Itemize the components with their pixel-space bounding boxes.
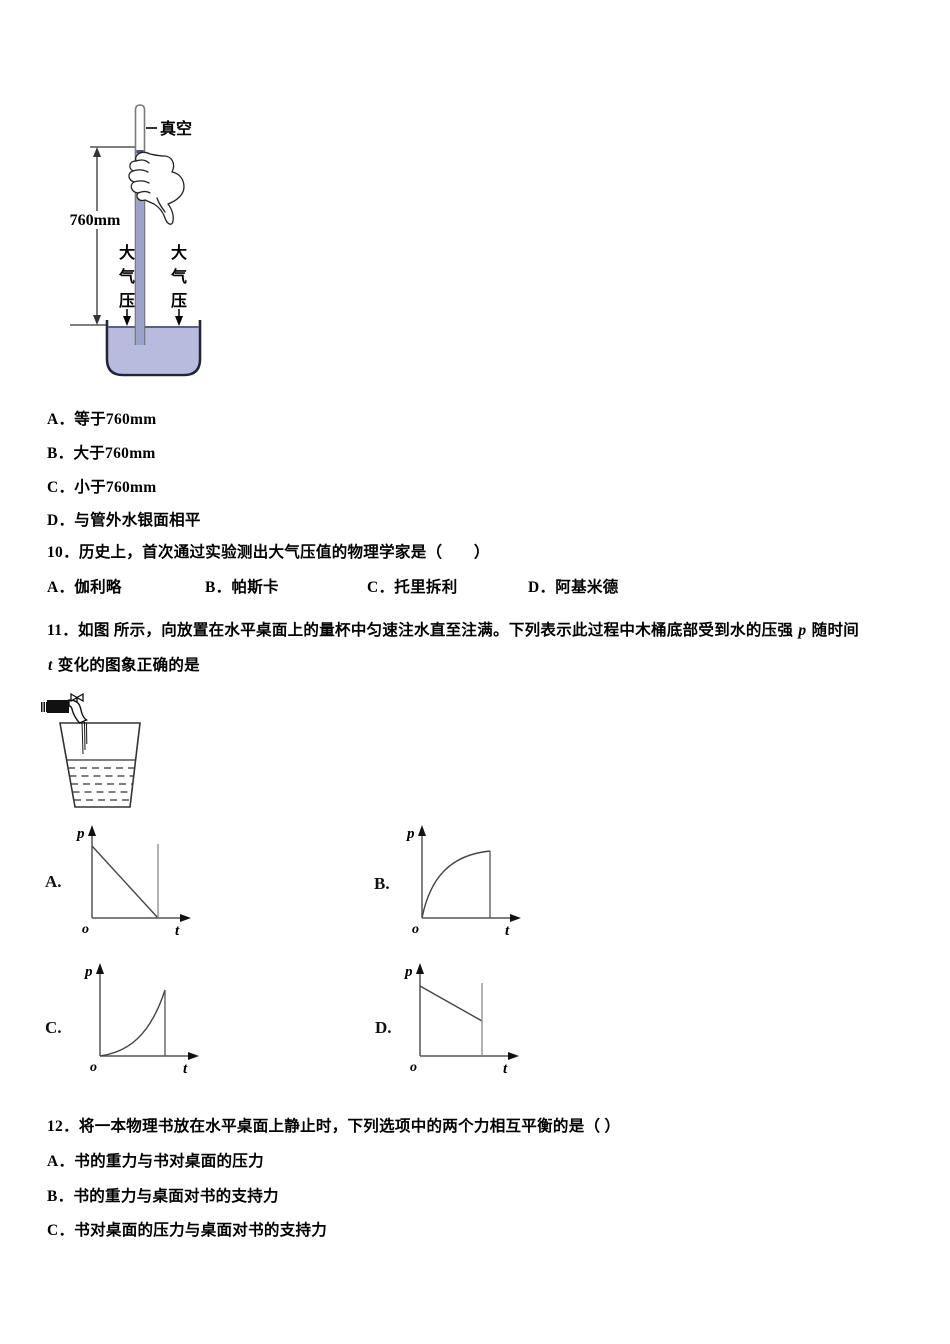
svg-text:大: 大 <box>119 243 135 262</box>
y-axis-label: p <box>75 826 85 842</box>
variable-t: t <box>48 657 53 674</box>
y-axis-arrow-icon <box>418 825 426 836</box>
height-label: 760mm <box>70 212 121 229</box>
hand-sketch <box>128 151 185 225</box>
q9-option-a: A．等于760mm <box>47 411 157 428</box>
svg-text:气: 气 <box>170 267 187 286</box>
arrow-up-icon <box>93 147 101 157</box>
x-axis-arrow-icon <box>510 914 521 922</box>
y-axis-arrow-icon <box>88 825 96 836</box>
graph-a-label: A. <box>45 872 62 891</box>
q12-option-a: A．书的重力与书对桌面的压力 <box>47 1153 264 1170</box>
q10-option-b: B．帕斯卡 <box>205 579 279 596</box>
x-axis-arrow-icon <box>180 914 191 922</box>
atm-pressure-right: 大 气 压 <box>170 243 187 326</box>
arrow-down-icon <box>93 315 101 325</box>
graph-c-figure: p o t <box>83 963 199 1077</box>
y-axis-label: p <box>83 964 93 980</box>
barometer-figure: 760mm 真空 大 气 压 大 气 压 <box>70 104 202 377</box>
variable-p: p <box>798 622 807 639</box>
y-axis-arrow-icon <box>96 963 104 974</box>
graph-c-label: C. <box>45 1018 62 1037</box>
origin-label: o <box>410 1060 417 1075</box>
q12-stem: 12．将一本物理书放在水平桌面上静止时，下列选项中的两个力相互平衡的是（ ） <box>47 1118 621 1135</box>
q10-option-c: C．托里拆利 <box>367 579 458 596</box>
faucet-icon <box>41 692 88 724</box>
vacuum-label: 真空 <box>160 119 192 138</box>
water-stream <box>81 721 88 755</box>
svg-text:气: 气 <box>118 267 135 286</box>
q9-option-c: C．小于760mm <box>47 479 157 496</box>
origin-label: o <box>412 922 419 937</box>
q11-stem-line1: 11．如图 所示，向放置在水平桌面上的量杯中匀速注水直至注满。下列表示此过程中木… <box>47 622 860 639</box>
water-dashes <box>68 767 135 801</box>
q10-option-a: A．伽利略 <box>47 579 122 596</box>
graph-a-figure: p o t <box>75 825 191 939</box>
q9-option-b: B．大于760mm <box>47 445 156 462</box>
faucet-cup-figure <box>41 692 141 808</box>
mercury-pool <box>108 327 199 374</box>
q12-option-b: B．书的重力与桌面对书的支持力 <box>47 1188 279 1205</box>
mercury-column <box>136 150 144 345</box>
svg-text:压: 压 <box>171 292 187 310</box>
y-axis-label: p <box>405 826 415 842</box>
q10-option-d: D．阿基米德 <box>528 579 619 596</box>
x-axis-label: t <box>505 923 510 939</box>
atm-pressure-left: 大 气 压 <box>118 243 135 326</box>
x-axis-arrow-icon <box>508 1052 519 1060</box>
q10-stem: 10．历史上，首次通过实验测出大气压值的物理学家是（ ） <box>47 544 490 561</box>
arrow-down-icon <box>123 316 131 326</box>
data-line <box>419 985 483 1022</box>
q11-stem-line2: t 变化的图象正确的是 <box>48 657 200 674</box>
q12-option-c: C．书对桌面的压力与桌面对书的支持力 <box>47 1222 328 1239</box>
graph-d-label: D. <box>375 1018 392 1037</box>
data-curve <box>99 989 166 1057</box>
origin-label: o <box>82 922 89 937</box>
x-axis-label: t <box>503 1061 508 1077</box>
origin-label: o <box>90 1060 97 1075</box>
data-line <box>91 845 159 919</box>
q9-option-d: D．与管外水银面相平 <box>47 512 201 529</box>
graph-b-label: B. <box>374 874 390 893</box>
arrow-down-icon <box>175 316 183 326</box>
svg-text:压: 压 <box>119 292 135 310</box>
svg-text:大: 大 <box>171 243 187 262</box>
graph-d-figure: p o t <box>403 963 519 1077</box>
x-axis-arrow-icon <box>188 1052 199 1060</box>
graph-b-figure: p o t <box>405 825 521 939</box>
y-axis-arrow-icon <box>416 963 424 974</box>
measuring-cup <box>59 722 141 808</box>
container-outline <box>105 320 202 377</box>
x-axis-label: t <box>183 1061 188 1077</box>
y-axis-label: p <box>403 964 413 980</box>
x-axis-label: t <box>175 923 180 939</box>
data-curve <box>421 850 491 919</box>
